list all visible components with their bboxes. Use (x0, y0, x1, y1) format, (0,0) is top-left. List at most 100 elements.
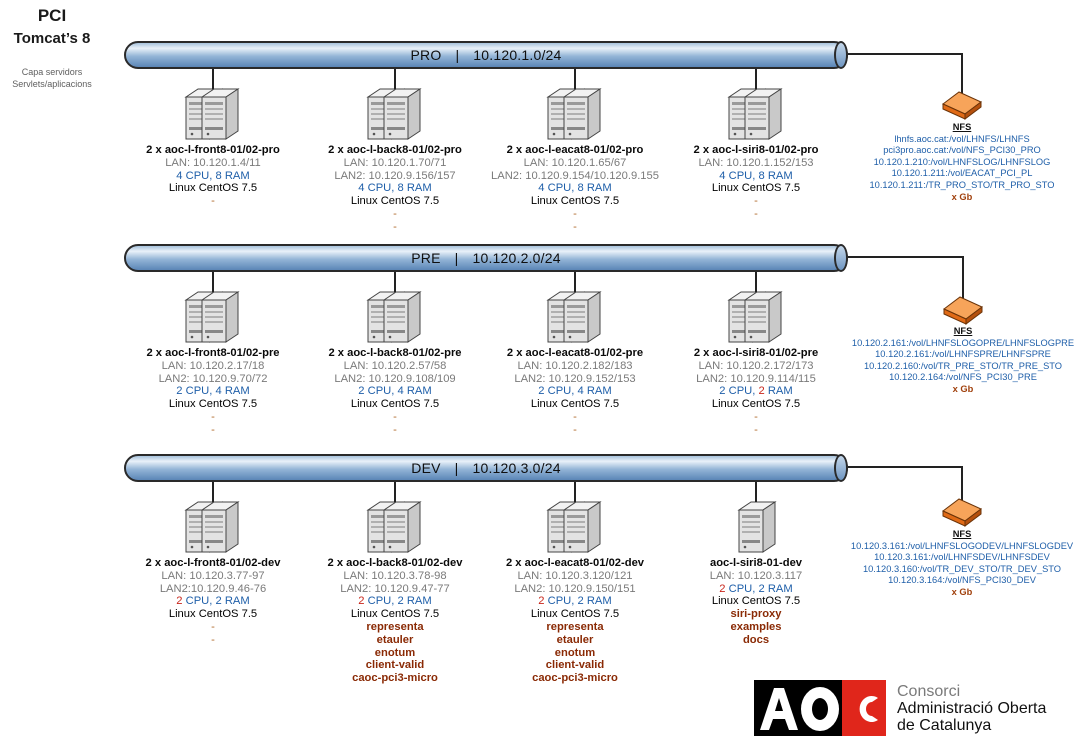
server-extra: - (211, 620, 215, 633)
server-icon (727, 291, 783, 343)
server-ram-label: RAM (764, 169, 793, 182)
server-cpu-label: CPU, (182, 595, 216, 608)
server-os: Linux CentOS 7.5 (530, 195, 620, 208)
server-cpu-count: 2 (719, 385, 726, 398)
server-cpu-count: 2 (358, 385, 365, 398)
diagram-title: PCI (37, 6, 67, 25)
server-icon (184, 501, 240, 553)
server-lan: LAN: 10.120.3.77-97 (161, 569, 265, 582)
server-lan: LAN: 10.120.1.65/67 (523, 156, 627, 169)
server-lan: LAN: 10.120.2.57/58 (343, 359, 447, 372)
server-cpu-label: CPU, (182, 169, 216, 182)
server-extra: - (573, 220, 577, 233)
nfs-size: x Gb (951, 586, 973, 597)
network-bus: PRO|10.120.1.0/24 (124, 41, 848, 69)
network-name: DEV (411, 460, 441, 476)
server-cpu-count: 2 (719, 582, 726, 595)
server-ram-size: 8 (758, 169, 765, 182)
server-resources: 4 CPU, 8 RAM (123, 170, 303, 183)
server-extra: - (754, 207, 758, 220)
nfs-storage-icon (943, 296, 983, 325)
server-ram-label: RAM (583, 182, 612, 195)
server-icon (366, 501, 422, 553)
server-resources: 2 CPU, 2 RAM (123, 595, 303, 608)
server-extra: - (573, 410, 577, 423)
network-separator: | (454, 250, 459, 266)
server-cpu-count: 2 (176, 595, 183, 608)
server-name: 2 x aoc-l-eacat8-01/02-dev (505, 557, 645, 569)
nfs-size: x Gb (952, 383, 974, 394)
server-bus-link (755, 69, 757, 89)
server-cpu-label: CPU, (544, 182, 578, 195)
server-icon (184, 88, 240, 140)
server-ram-size: 2 (577, 595, 584, 608)
server-ram-label: RAM (583, 595, 612, 608)
server-os: Linux CentOS 7.5 (168, 398, 258, 411)
logo-line-2: Administració Oberta (897, 700, 1047, 717)
server-os: Linux CentOS 7.5 (711, 398, 801, 411)
nfs-label: NFS (953, 326, 973, 336)
server-os: Linux CentOS 7.5 (350, 195, 440, 208)
server-lan: LAN: 10.120.3.120/121 (517, 569, 633, 582)
server-lan: LAN: 10.120.2.17/18 (161, 359, 265, 372)
nfs-storage-icon (942, 498, 982, 527)
nfs-link-horizontal (848, 256, 963, 258)
server-os: Linux CentOS 7.5 (168, 608, 258, 621)
logo-line-1: Consorci (897, 683, 961, 700)
server-bus-link (212, 69, 214, 89)
server-os: Linux CentOS 7.5 (711, 595, 801, 608)
diagram-note: Capa servidors Servlets/aplicacions (0, 66, 104, 90)
server-name: 2 x aoc-l-eacat8-01/02-pro (506, 144, 644, 156)
server-resources: 2 CPU, 4 RAM (123, 385, 303, 398)
server-app: caoc-pci3-micro (532, 672, 618, 685)
server-ram-size: 8 (577, 182, 584, 195)
server-lan: LAN: 10.120.1.152/153 (698, 156, 814, 169)
nfs-storage (942, 295, 984, 330)
server-app: etauler (376, 633, 414, 646)
nfs-size: x Gb (951, 191, 973, 202)
server-cpu-label: CPU, (725, 582, 759, 595)
server-extra: - (754, 410, 758, 423)
network-bus-label: PRE|10.120.2.0/24 (126, 250, 846, 266)
server-bus-link (755, 272, 757, 292)
server-resources: 2 CPU, 4 RAM (305, 385, 485, 398)
network-separator: | (454, 460, 459, 476)
server-icon (727, 88, 783, 140)
nfs-path: 10.120.3.161:/vol/LHNFSDEV/LHNFSDEV (874, 552, 1050, 563)
server-extra: - (573, 423, 577, 436)
server-ram-size: 2 (397, 595, 404, 608)
server-resources: 4 CPU, 8 RAM (305, 182, 485, 195)
note-line-1: Capa servidors (21, 67, 83, 77)
server-lan2: LAN2: 10.120.9.152/153 (514, 372, 636, 385)
server-bus-link (212, 482, 214, 502)
server-cpu-label: CPU, (364, 182, 398, 195)
nfs-path: 10.120.1.211:/TR_PRO_STO/TR_PRO_STO (869, 179, 1055, 190)
aoc-logo-text: Consorci Administració Oberta de Catalun… (897, 683, 1046, 734)
nfs-storage (941, 497, 983, 532)
server-lan2: LAN2: 10.120.9.150/151 (514, 582, 636, 595)
server-ram-label: RAM (583, 385, 612, 398)
server-cpu-count: 2 (538, 595, 545, 608)
server-ram-size: 8 (215, 169, 222, 182)
network-subnet: 10.120.1.0/24 (473, 47, 562, 63)
server-lan: LAN: 10.120.1.70/71 (343, 156, 447, 169)
nfs-link-vertical (961, 466, 963, 501)
server-lan: LAN: 10.120.2.172/173 (698, 359, 814, 372)
network-bus-end-cap (834, 244, 848, 272)
server-name: 2 x aoc-l-front8-01/02-dev (145, 557, 281, 569)
server-resources: 2 CPU, 2 RAM (666, 583, 846, 596)
nfs-path: pci3pro.aoc.cat:/vol/NFS_PCI30_PRO (883, 145, 1041, 156)
server-extra: - (393, 423, 397, 436)
logo-line-3: de Catalunya (897, 717, 992, 734)
server-app: docs (742, 633, 770, 646)
server-os: Linux CentOS 7.5 (530, 398, 620, 411)
network-name: PRE (411, 250, 441, 266)
